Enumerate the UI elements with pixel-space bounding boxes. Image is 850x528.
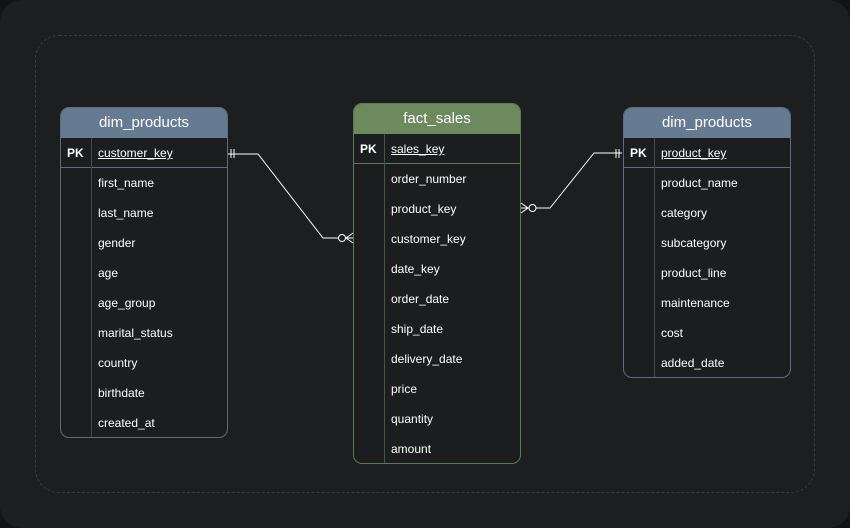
relationship-product-key[interactable]	[520, 149, 622, 214]
table-dim-products[interactable]: dim_products PK product_key product_name…	[623, 107, 791, 378]
relationship-customer-key[interactable]	[228, 149, 354, 244]
field-name: added_date	[661, 356, 725, 370]
connector-line[interactable]	[228, 153, 338, 239]
pk-field[interactable]: product_key	[661, 146, 727, 160]
field-name: country	[98, 356, 138, 370]
field-name: date_key	[391, 262, 440, 276]
column-divider	[654, 138, 655, 377]
field-name: product_key	[391, 202, 457, 216]
column-divider	[384, 134, 385, 463]
pk-row[interactable]: PK customer_key	[61, 138, 227, 168]
zero-optional-mark	[528, 204, 537, 212]
field-name: maintenance	[661, 296, 730, 310]
table-row[interactable]: price	[354, 374, 520, 404]
table-row[interactable]: ship_date	[354, 314, 520, 344]
table-row[interactable]: gender	[61, 228, 227, 258]
crow-foot-many-mark	[345, 232, 354, 244]
table-row[interactable]: maintenance	[624, 288, 790, 318]
field-name: gender	[98, 236, 136, 250]
table-title[interactable]: dim_products	[624, 108, 790, 138]
table-row[interactable]: country	[61, 348, 227, 378]
table-row[interactable]: age	[61, 258, 227, 288]
pk-row[interactable]: PK product_key	[624, 138, 790, 168]
pk-row[interactable]: PK sales_key	[354, 134, 520, 164]
crow-foot-many-mark	[520, 202, 529, 214]
table-row[interactable]: birthdate	[61, 378, 227, 408]
field-name: product_line	[661, 266, 727, 280]
table-dim-customers[interactable]: dim_products PK customer_key first_name …	[60, 107, 228, 438]
field-name: order_number	[391, 172, 467, 186]
table-row[interactable]: category	[624, 198, 790, 228]
table-row[interactable]: product_name	[624, 168, 790, 198]
pk-label: PK	[630, 146, 647, 160]
pk-field[interactable]: customer_key	[98, 146, 173, 160]
table-row[interactable]: marital_status	[61, 318, 227, 348]
table-row[interactable]: product_key	[354, 194, 520, 224]
field-name: order_date	[391, 292, 450, 306]
table-fact-sales[interactable]: fact_sales PK sales_key order_number pro…	[353, 103, 521, 464]
table-row[interactable]: first_name	[61, 168, 227, 198]
pk-field[interactable]: sales_key	[391, 142, 445, 156]
table-row[interactable]: customer_key	[354, 224, 520, 254]
field-name: quantity	[391, 412, 434, 426]
table-row[interactable]: last_name	[61, 198, 227, 228]
field-name: delivery_date	[391, 352, 463, 366]
field-name: cost	[661, 326, 684, 340]
table-title[interactable]: dim_products	[61, 108, 227, 138]
diagram-group-container	[35, 35, 815, 493]
table-title[interactable]: fact_sales	[354, 104, 520, 134]
table-row[interactable]: age_group	[61, 288, 227, 318]
zero-optional-mark	[338, 234, 346, 242]
table-row[interactable]: order_number	[354, 164, 520, 194]
pk-label: PK	[67, 146, 84, 160]
table-row[interactable]: product_line	[624, 258, 790, 288]
field-name: category	[661, 206, 708, 220]
field-name: last_name	[98, 206, 154, 220]
field-name: subcategory	[661, 236, 727, 250]
field-name: age_group	[98, 296, 156, 310]
field-name: product_name	[661, 176, 738, 190]
field-name: price	[391, 382, 418, 396]
column-divider	[91, 138, 92, 437]
field-name: age	[98, 266, 119, 280]
table-row[interactable]: created_at	[61, 408, 227, 437]
table-row[interactable]: quantity	[354, 404, 520, 434]
table-row[interactable]: subcategory	[624, 228, 790, 258]
table-row[interactable]: cost	[624, 318, 790, 348]
field-name: customer_key	[391, 232, 466, 246]
table-row[interactable]: order_date	[354, 284, 520, 314]
field-name: amount	[391, 442, 432, 456]
table-row[interactable]: date_key	[354, 254, 520, 284]
field-name: ship_date	[391, 322, 444, 336]
field-name: created_at	[98, 416, 155, 430]
field-name: first_name	[98, 176, 155, 190]
table-row[interactable]: amount	[354, 434, 520, 463]
field-name: birthdate	[98, 386, 145, 400]
connector-line[interactable]	[536, 152, 622, 209]
table-row[interactable]: delivery_date	[354, 344, 520, 374]
table-row[interactable]: added_date	[624, 348, 790, 377]
field-name: marital_status	[98, 326, 173, 340]
pk-label: PK	[360, 142, 377, 156]
